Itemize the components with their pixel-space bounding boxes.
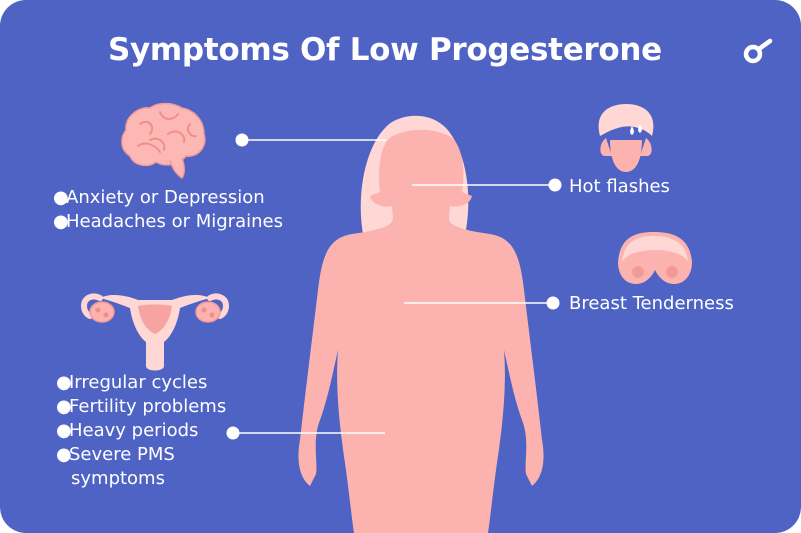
page-title: Symptoms Of Low Progesterone [108, 32, 662, 68]
body-shape [298, 129, 544, 533]
list-item: ●Headaches or Migraines [53, 211, 283, 232]
brain-icon [121, 102, 206, 180]
hot-flashes-label: Hot flashes [569, 176, 670, 197]
brand-logo-icon [743, 38, 773, 64]
uterus-icon [80, 293, 230, 371]
list-item: ●Irregular cycles [56, 372, 208, 393]
connector-dot-breast [546, 296, 560, 310]
breast-icon [618, 232, 692, 284]
woman-figure [298, 115, 544, 533]
list-item: ●Fertility problems [56, 396, 227, 417]
connector-dot-face [548, 178, 562, 192]
connector-dot-uterus [226, 426, 240, 440]
uterus-symptom-list: ●Irregular cycles ●Fertility problems ●H… [56, 371, 226, 491]
list-item: ●Heavy periods [56, 420, 199, 441]
connector-lines [226, 133, 562, 440]
breast-tenderness-label: Breast Tenderness [569, 293, 734, 314]
list-item: ●Anxiety or Depression [53, 187, 265, 208]
brain-symptom-list: ●Anxiety or Depression ●Headaches or Mig… [53, 186, 283, 234]
face-icon [598, 104, 654, 172]
connector-dot-brain [235, 133, 249, 147]
